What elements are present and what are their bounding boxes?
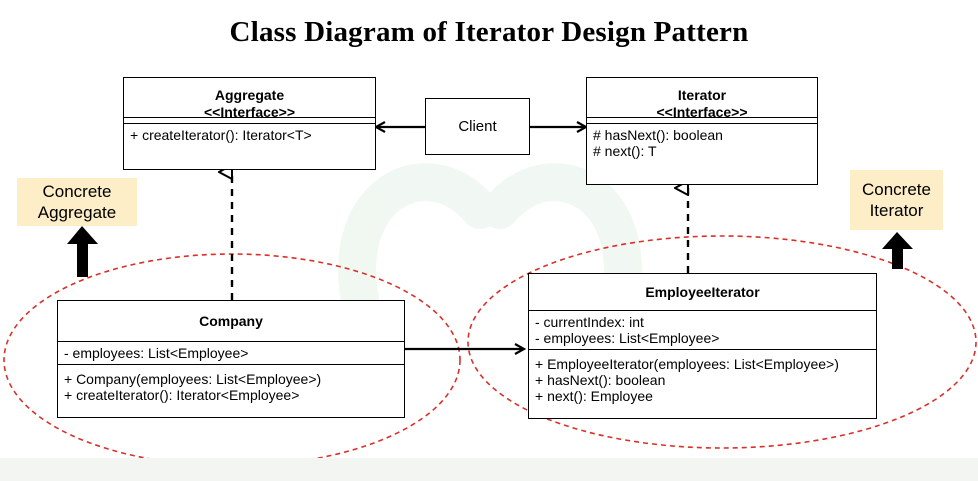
concrete-aggregate-label: Concrete Aggregate <box>17 178 137 226</box>
aggregate-methods-section: + createIterator(): Iterator<T> <box>124 123 375 169</box>
iterator-method: # hasNext(): boolean <box>593 127 723 143</box>
aggregate-method: + createIterator(): Iterator<T> <box>130 127 312 143</box>
iterator-name: Iterator <box>677 87 727 103</box>
employeeiterator-method: + EmployeeIterator(employees: List<Emplo… <box>535 356 839 372</box>
concrete-iterator-ellipse <box>467 235 977 449</box>
concrete-iterator-label: Concrete Iterator <box>850 170 943 230</box>
client-box: Client <box>425 98 530 155</box>
employeeiterator-methods-section: + EmployeeIterator(employees: List<Emplo… <box>529 349 876 418</box>
diagram-title: Class Diagram of Iterator Design Pattern <box>229 16 749 48</box>
company-method: + Company(employees: List<Employee>) <box>64 371 322 387</box>
company-methods-section: + Company(employees: List<Employee>) + c… <box>58 364 404 417</box>
iterator-methods-section: # hasNext(): boolean # next(): T <box>587 123 817 184</box>
employeeiterator-class-box: EmployeeIterator - currentIndex: int - e… <box>528 273 877 419</box>
company-attributes-section: - employees: List<Employee> <box>58 342 404 364</box>
employeeiterator-attributes-section: - currentIndex: int - employees: List<Em… <box>529 311 876 349</box>
aggregate-name: Aggregate <box>214 87 285 103</box>
client-label: Client <box>458 118 497 135</box>
aggregate-stereotype: <<Interface>> <box>203 104 296 120</box>
footer-band <box>0 458 978 481</box>
watermark-logo-icon <box>338 163 642 319</box>
company-name: Company <box>199 313 263 329</box>
company-attribute: - employees: List<Employee> <box>64 345 249 361</box>
company-method: + createIterator(): Iterator<Employee> <box>64 387 300 403</box>
company-class-box: Company - employees: List<Employee> + Co… <box>57 300 405 418</box>
concrete-aggregate-up-arrow-icon <box>67 226 98 277</box>
employeeiterator-attribute: - employees: List<Employee> <box>535 330 720 346</box>
iterator-interface-box: Iterator <<Interface>> # hasNext(): bool… <box>586 77 818 185</box>
aggregate-interface-box: Aggregate <<Interface>> + createIterator… <box>123 77 376 170</box>
employeeiterator-method: + hasNext(): boolean <box>535 372 666 388</box>
employeeiterator-method: + next(): Employee <box>535 388 653 404</box>
iterator-method: # next(): T <box>593 143 657 159</box>
iterator-stereotype: <<Interface>> <box>656 104 748 120</box>
employeeiterator-name: EmployeeIterator <box>645 284 760 300</box>
concrete-iterator-up-arrow-icon <box>882 232 913 269</box>
employeeiterator-attribute: - currentIndex: int <box>535 314 644 330</box>
